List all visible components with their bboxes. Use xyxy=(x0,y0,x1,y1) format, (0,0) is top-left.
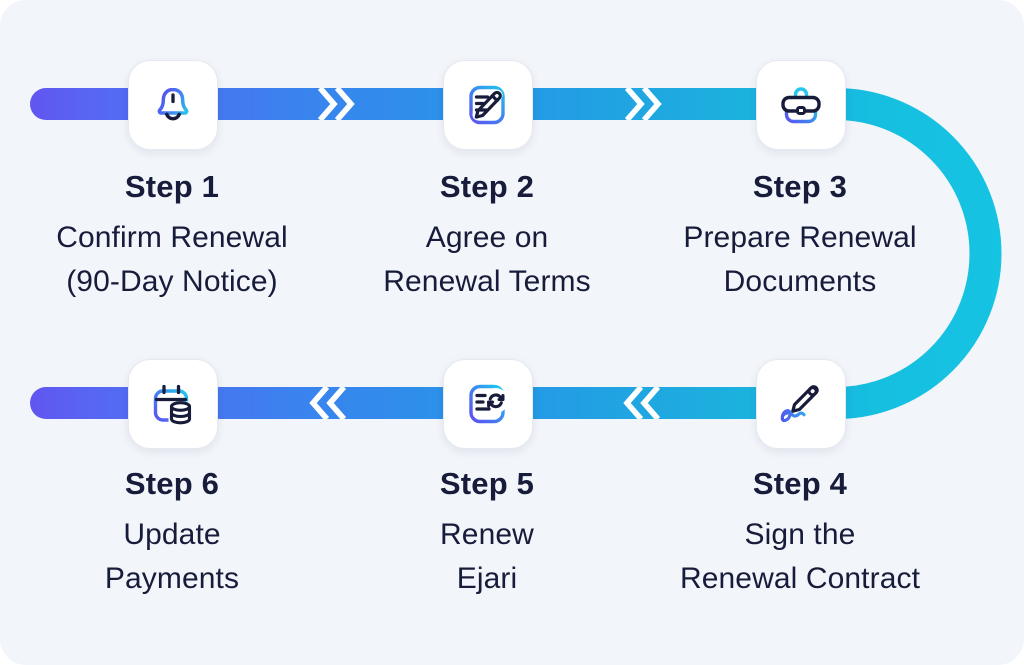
step-6-card xyxy=(128,359,218,449)
step-5-line-2: Ejari xyxy=(456,562,518,595)
step-4-text: Step 4 Sign the Renewal Contract xyxy=(630,464,970,601)
calendar-payments-icon xyxy=(153,384,194,425)
chevrons-left-1 xyxy=(309,387,347,419)
step-6-line-2: Payments xyxy=(104,562,240,595)
step-5-line-1: Renew xyxy=(440,518,534,551)
signature-pen-icon xyxy=(780,385,819,423)
step-6-text: Step 6 Update Payments xyxy=(2,464,342,601)
step-1-line-2: (90-Day Notice) xyxy=(66,265,278,298)
flow-ribbon xyxy=(30,88,1002,419)
document-sync-icon xyxy=(469,384,509,424)
step-3-card xyxy=(756,60,846,150)
step-2-line-1: Agree on xyxy=(425,221,549,254)
document-edit-icon xyxy=(469,85,505,125)
step-3-line-1: Prepare Renewal xyxy=(683,221,917,254)
step-1-line-1: Confirm Renewal xyxy=(56,221,288,254)
step-2-label: Step 2 xyxy=(439,169,535,204)
step-6-label: Step 6 xyxy=(124,466,220,501)
step-2-text: Step 2 Agree on Renewal Terms xyxy=(317,167,657,304)
chevrons-left-2 xyxy=(623,387,661,419)
chevrons-right-2 xyxy=(624,88,662,120)
step-1-label: Step 1 xyxy=(124,169,220,204)
step-6-line-1: Update xyxy=(123,518,221,551)
step-4-line-1: Sign the xyxy=(744,518,856,551)
chevrons-right-1 xyxy=(317,88,355,120)
step-5-text: Step 5 Renew Ejari xyxy=(317,464,657,601)
step-5-card xyxy=(443,359,533,449)
step-4-label: Step 4 xyxy=(752,466,848,501)
step-3-text: Step 3 Prepare Renewal Documents xyxy=(630,167,970,304)
step-3-label: Step 3 xyxy=(752,169,848,204)
step-2-card xyxy=(443,60,533,150)
step-4-line-2: Renewal Contract xyxy=(679,562,921,595)
step-4-card xyxy=(756,359,846,449)
bell-icon xyxy=(157,87,189,121)
step-1-card xyxy=(128,60,218,150)
step-1-text: Step 1 Confirm Renewal (90-Day Notice) xyxy=(2,167,342,304)
step-5-label: Step 5 xyxy=(439,466,535,501)
step-3-line-2: Documents xyxy=(723,265,877,298)
step-2-line-2: Renewal Terms xyxy=(383,265,591,298)
briefcase-icon xyxy=(781,87,821,124)
